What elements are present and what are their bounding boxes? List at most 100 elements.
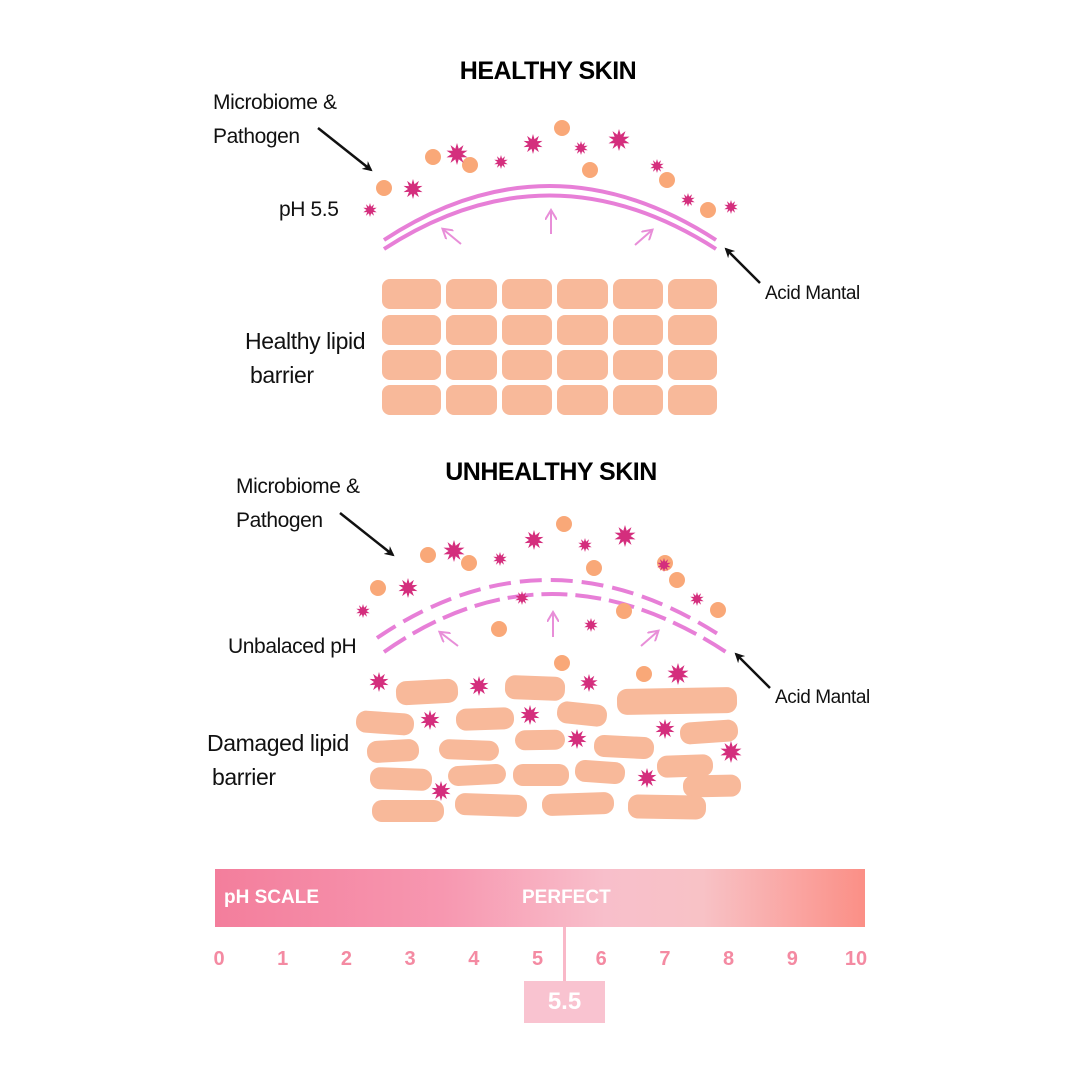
microbe-dot-icon: [370, 580, 386, 596]
pathogen-icon: [403, 179, 423, 199]
healthy-upward-arrows: [444, 212, 651, 246]
microbe-dot-icon: [669, 572, 685, 588]
pathogen-icon: [614, 525, 636, 547]
pathogen-icon: [446, 143, 468, 165]
microbe-dot-icon: [491, 621, 507, 637]
microbe-dot-icon: [582, 162, 598, 178]
ph-tick-label: 7: [659, 948, 671, 970]
lipid-cell: [380, 313, 443, 347]
healthy-microbiome-arrow: [317, 127, 373, 172]
lipid-cell: [666, 383, 719, 417]
damaged-lipid-cell: [455, 707, 515, 731]
unhealthy-microbiome-arrow: [339, 512, 395, 557]
microbe-dot-icon: [636, 666, 652, 682]
pathogen-icon: [524, 530, 544, 550]
damaged-lipid-cell: [369, 767, 433, 791]
healthy-ph-label: pH 5.5: [279, 198, 339, 221]
damaged-lipid-cell: [679, 719, 739, 745]
microbe-dot-icon: [461, 555, 477, 571]
ph-marker-value: 5.5: [524, 981, 605, 1023]
microbe-dot-icon: [425, 149, 441, 165]
unhealthy-acid-mantle: [375, 578, 728, 654]
microbe-dot-icon: [710, 602, 726, 618]
microbiome-label-line1: Microbiome &: [236, 475, 360, 498]
lipid-cell: [555, 383, 610, 417]
healthy-acid-mantle: [382, 184, 718, 251]
lipid-cell: [666, 313, 719, 347]
ph-tick-label: 6: [595, 948, 607, 970]
microbe-dot-icon: [462, 157, 478, 173]
healthy-microbiome-label: Microbiome & Pathogen: [213, 86, 337, 154]
ph-tick-label: 9: [786, 948, 798, 970]
pathogen-icon: [637, 768, 657, 788]
healthy-acid-mantle-label: Acid Mantal: [765, 283, 860, 304]
microbiome-label-line2: Pathogen: [236, 509, 323, 532]
ph-marker-line: [563, 927, 566, 981]
damaged-lipid-cell: [682, 774, 742, 798]
lipid-cell: [666, 348, 719, 382]
lipid-cell: [500, 313, 554, 347]
microbe-dot-icon: [554, 120, 570, 136]
damaged-lipid-cell: [395, 678, 459, 706]
pathogen-icon: [584, 618, 598, 632]
microbe-dot-icon: [616, 603, 632, 619]
ph-perfect-label: PERFECT: [522, 887, 611, 908]
microbiome-label-line2: Pathogen: [213, 125, 300, 148]
unhealthy-upward-arrows: [441, 614, 657, 647]
microbe-dot-icon: [376, 180, 392, 196]
lipid-cell: [555, 313, 610, 347]
ph-tick-label: 4: [468, 948, 480, 970]
damaged-lipid-cell: [627, 794, 707, 820]
pathogen-icon: [356, 604, 370, 618]
pathogen-icon: [520, 705, 540, 725]
lipid-cell: [500, 348, 554, 382]
lipid-cell: [611, 383, 665, 417]
microbe-dot-icon: [556, 516, 572, 532]
ph-tick-label: 10: [844, 948, 868, 970]
pathogen-icon: [494, 155, 508, 169]
healthy-acid-mantle-arrow: [724, 247, 761, 284]
pathogen-icon: [369, 672, 389, 692]
damaged-lipid-cells: [355, 675, 742, 822]
pathogen-icon: [690, 592, 704, 606]
damaged-lipid-cell: [556, 701, 608, 727]
pathogen-icon: [578, 538, 592, 552]
pathogen-icon: [608, 129, 630, 151]
damaged-lipid-cell: [454, 793, 528, 817]
pathogen-icon: [724, 200, 738, 214]
lipid-cell: [500, 383, 554, 417]
ph-tick-label: 8: [723, 948, 735, 970]
lipid-cell: [555, 348, 610, 382]
damaged-lipid-cell: [439, 739, 499, 761]
ph-tick-label: 3: [404, 948, 416, 970]
healthy-microbes: [363, 120, 738, 218]
lipid-cell: [611, 348, 665, 382]
lipid-cell: [444, 348, 499, 382]
lipid-cell: [555, 277, 610, 311]
barrier-label-line1: Healthy lipid: [245, 328, 366, 354]
unhealthy-skin-title: UNHEALTHY SKIN: [445, 458, 657, 486]
damaged-lipid-cell: [515, 729, 565, 751]
ph-tick-label: 1: [277, 948, 289, 970]
lipid-cell: [500, 277, 554, 311]
lipid-cell: [380, 277, 443, 311]
lipid-cell: [666, 277, 719, 311]
pathogen-icon: [574, 141, 588, 155]
ph-scale-label: pH SCALE: [224, 887, 319, 908]
pathogen-icon: [431, 781, 451, 801]
lipid-cell: [611, 313, 665, 347]
lipid-cell: [380, 383, 443, 417]
lipid-cell: [611, 277, 665, 311]
damaged-lipid-cell: [616, 687, 738, 715]
healthy-barrier-label: Healthy lipid barrier: [245, 324, 365, 392]
ph-tick-label: 0: [213, 948, 225, 970]
pathogen-icon: [657, 558, 671, 572]
ph-tick-label: 5: [531, 948, 544, 970]
damaged-lipid-cell: [355, 710, 415, 736]
barrier-label-line2: barrier: [250, 362, 314, 388]
pathogen-icon: [580, 674, 598, 692]
pathogen-icon: [469, 676, 489, 696]
unhealthy-ph-label: Unbalaced pH: [228, 635, 357, 658]
pathogen-icon: [650, 159, 664, 173]
